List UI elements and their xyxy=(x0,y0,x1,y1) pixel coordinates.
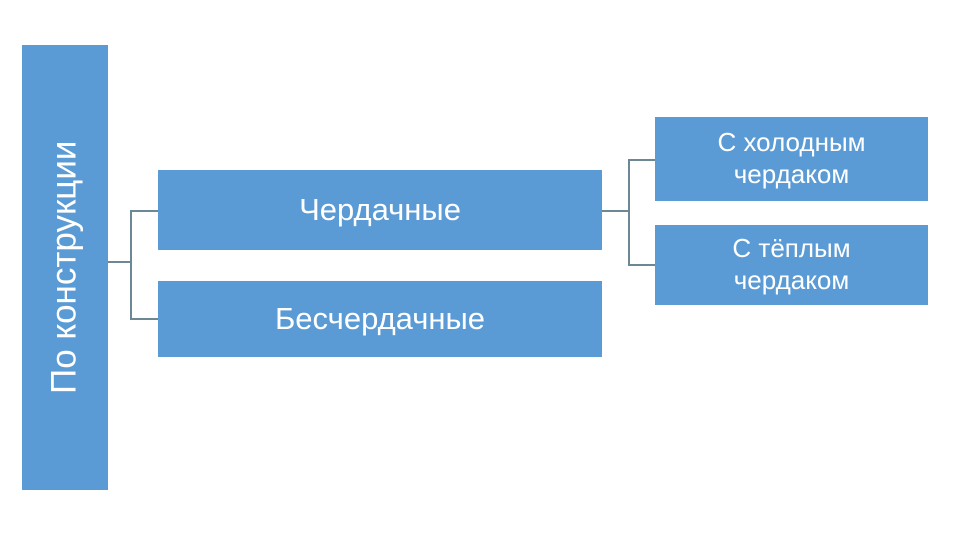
connector-root-to-cherdachnye xyxy=(130,210,159,212)
node-warm-attic-label: С тёплым чердаком xyxy=(655,233,928,296)
connector-root-to-bescherdachnye xyxy=(130,318,159,320)
node-warm-attic-line1: С тёплым xyxy=(732,233,851,264)
connector-root-stem xyxy=(108,261,132,263)
connector-to-warm-attic xyxy=(628,264,656,266)
node-warm-attic-line2: чердаком xyxy=(733,265,850,295)
node-cold-attic-line1: С холодным xyxy=(717,127,866,158)
root-node-label: По конструкции xyxy=(44,140,84,395)
connector-cherdachnye-spine xyxy=(628,159,630,266)
connector-to-cold-attic xyxy=(628,159,656,161)
node-bescherdachnye[interactable]: Бесчердачные xyxy=(158,281,602,357)
node-cold-attic-label: С холодным чердаком xyxy=(655,127,928,190)
connector-root-spine xyxy=(130,210,132,320)
node-cherdachnye-label: Чердачные xyxy=(299,192,461,228)
root-node-po-konstrukcii[interactable]: По конструкции xyxy=(22,45,108,490)
node-cold-attic-line2: чердаком xyxy=(733,159,850,189)
node-warm-attic[interactable]: С тёплым чердаком xyxy=(655,225,928,305)
node-cold-attic[interactable]: С холодным чердаком xyxy=(655,117,928,201)
node-cherdachnye[interactable]: Чердачные xyxy=(158,170,602,250)
connector-cherdachnye-stem xyxy=(602,210,630,212)
node-bescherdachnye-label: Бесчердачные xyxy=(274,301,486,337)
